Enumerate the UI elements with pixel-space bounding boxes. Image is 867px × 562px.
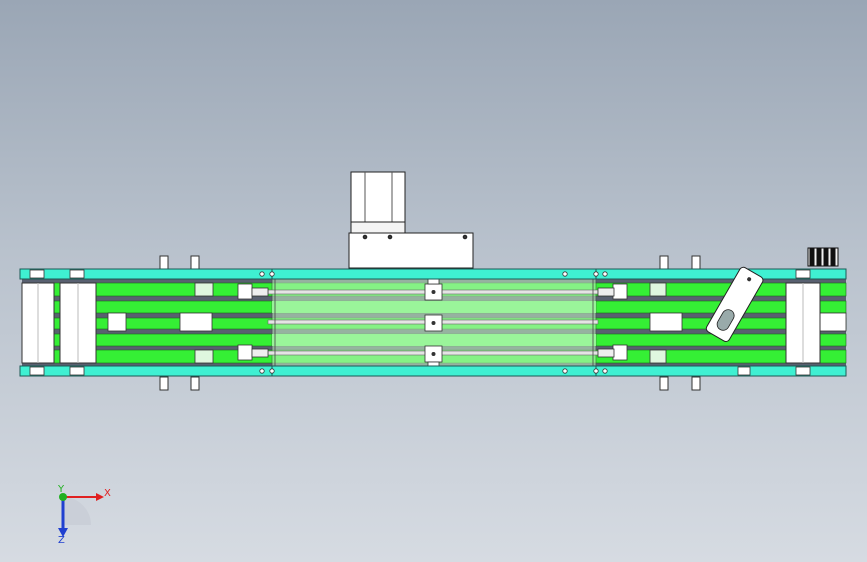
end-rollers (21, 282, 821, 364)
rail-top (19, 268, 847, 280)
rail-bolts (259, 271, 608, 374)
motor-assembly (348, 171, 474, 269)
sensor-bracket (705, 266, 764, 342)
rail-end-caps (29, 269, 811, 376)
y-axis-label: Y (57, 484, 65, 495)
z-axis-label: Z (58, 535, 65, 546)
side-rails (19, 268, 847, 377)
rail-bottom (19, 365, 847, 377)
x-axis-label: X (104, 488, 111, 499)
gearbox-housing (348, 232, 474, 269)
bearing-blocks (237, 283, 628, 361)
orientation-triad: X Y Z (57, 484, 111, 546)
y-axis-marker (59, 493, 67, 501)
pulley-blocks (107, 282, 847, 364)
transfer-section (267, 276, 599, 370)
sensor-block (807, 247, 839, 267)
